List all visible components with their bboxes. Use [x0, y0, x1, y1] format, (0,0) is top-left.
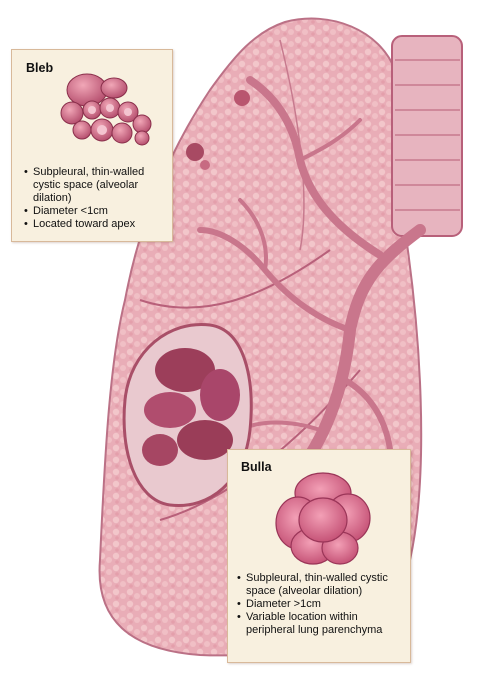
bulla-point-3: Variable location within peripheral lung… — [237, 611, 407, 637]
bulla-points: Subpleural, thin-walled cystic space (al… — [237, 572, 407, 637]
bleb-image — [60, 73, 152, 146]
bleb-point-2: Diameter <1cm — [24, 205, 170, 218]
bulla-point-2: Diameter >1cm — [237, 598, 407, 611]
bulla-point-1: Subpleural, thin-walled cystic space (al… — [237, 572, 407, 598]
bulla-callout: Bulla Subpleural, thin-walled cystic spa… — [227, 449, 411, 663]
bleb-point-1: Subpleural, thin-walled cystic space (al… — [24, 166, 170, 205]
lung-bulla-cutaway — [122, 322, 253, 508]
trachea — [391, 35, 463, 237]
bleb-points: Subpleural, thin-walled cystic space (al… — [24, 166, 170, 231]
bronchial-tree — [197, 76, 426, 483]
bleb-callout: Bleb Subpleural, thin-walled cystic spac… — [11, 49, 173, 242]
bleb-point-3: Located toward apex — [24, 218, 170, 231]
apex-blebs — [186, 90, 250, 170]
bulla-image — [275, 472, 371, 565]
bleb-title: Bleb — [26, 61, 54, 75]
bulla-title: Bulla — [241, 460, 272, 474]
